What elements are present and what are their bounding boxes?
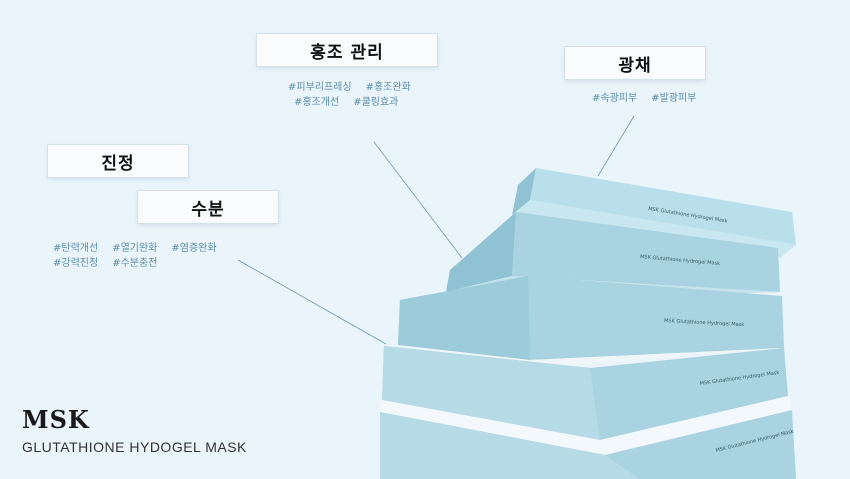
tag: #피부리프레싱 — [288, 82, 352, 93]
tags-radiance: #속광피부 #발광피부 — [592, 91, 710, 106]
tag: #탄력개선 — [53, 243, 99, 254]
label-redness: 홍조 관리 — [257, 34, 437, 66]
box-3-print: MSK Glutathione Hydrogel Mask — [664, 318, 745, 328]
label-radiance: 광채 — [565, 47, 705, 79]
callout-line-moisture — [237, 259, 387, 345]
tag: #수분충전 — [112, 258, 158, 269]
product-name: GLUTATHIONE HYDOGEL MASK — [22, 439, 247, 455]
tag: #속광피부 — [592, 93, 638, 104]
tag: #발광피부 — [651, 93, 697, 104]
tag: #홍조완화 — [365, 82, 411, 93]
label-soothing: 진정 — [48, 145, 188, 177]
box-3: MSK Glutathione Hydrogel Mask — [398, 276, 784, 368]
tag: #열기완화 — [112, 243, 158, 254]
label-moisture: 수분 — [138, 191, 278, 223]
tag: #염증완화 — [171, 243, 217, 254]
brand-logo: MSK — [22, 405, 90, 434]
box-5: MSK Glutathione Hydrogel Mask — [380, 410, 796, 479]
tags-moisture: #탄력개선 #열기완화 #염증완화 #강력진정 #수분충전 — [53, 241, 231, 271]
callout-line-radiance — [597, 115, 635, 177]
tag: #강력진정 — [53, 258, 99, 269]
tags-redness: #피부리프레싱 #홍조완화 #홍조개선 #쿨링효과 — [288, 80, 425, 110]
tag: #쿨링효과 — [353, 97, 399, 108]
box-4: MSK Glutathione Hydrogel Mask — [380, 346, 792, 455]
tag: #홍조개선 — [294, 97, 340, 108]
callout-line-redness — [373, 141, 463, 259]
